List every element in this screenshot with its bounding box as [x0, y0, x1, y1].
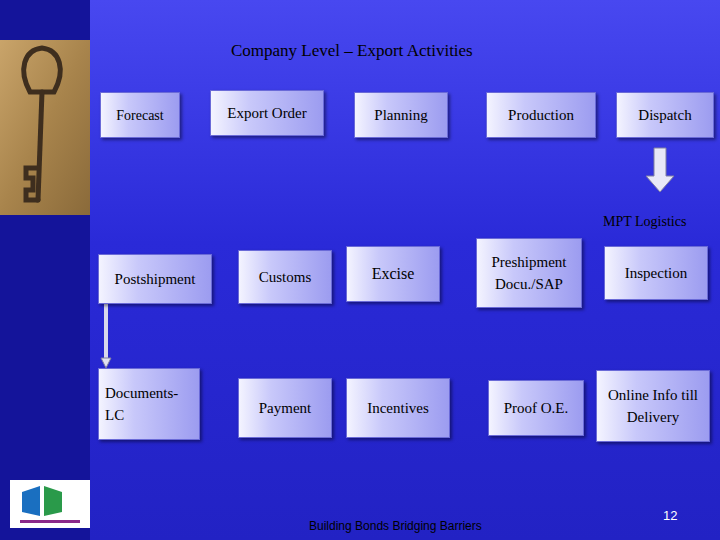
box-label: Excise: [372, 262, 415, 286]
box-label: Postshipment: [115, 268, 196, 291]
page-number: 12: [663, 508, 677, 523]
arrow-line: [104, 304, 108, 359]
logo-line: [20, 520, 80, 523]
process-box: Production: [486, 92, 596, 138]
process-box: Dispatch: [616, 92, 714, 138]
box-label: Export Order: [227, 102, 307, 125]
box-label: Incentives: [367, 397, 429, 420]
down-arrow: [646, 148, 674, 192]
box-label: Production: [508, 104, 574, 127]
process-box: Forecast: [100, 92, 180, 138]
process-box: Postshipment: [98, 254, 212, 304]
process-box: Inspection: [604, 246, 708, 300]
process-box: Payment: [238, 378, 332, 438]
box-label: Payment: [259, 397, 312, 420]
box-label: Proof O.E.: [504, 397, 569, 420]
box-label: Documents- LC: [105, 382, 193, 427]
process-box: Export Order: [210, 90, 324, 136]
logo-panel: [10, 480, 90, 528]
arrow-head: [101, 358, 111, 368]
box-label: Preshipment Docu./SAP: [483, 251, 575, 296]
box-label: Customs: [259, 266, 312, 289]
box-label: Dispatch: [638, 104, 691, 127]
box-label: Planning: [374, 104, 427, 127]
logo-mark: [44, 486, 62, 516]
note-label: MPT Logistics: [603, 214, 686, 230]
box-label: Inspection: [625, 262, 687, 285]
process-box: Documents- LC: [98, 368, 200, 440]
process-box: Planning: [354, 92, 448, 138]
process-box: Customs: [238, 250, 332, 304]
process-box: Excise: [346, 246, 440, 302]
slide-title: Company Level – Export Activities: [231, 41, 473, 61]
logo-mark: [22, 486, 40, 516]
key-photo: [0, 40, 90, 215]
process-box: Preshipment Docu./SAP: [476, 238, 582, 308]
flow-arrow: [101, 304, 111, 368]
box-label: Online Info till Delivery: [603, 384, 703, 429]
key: [24, 48, 60, 200]
process-box: Proof O.E.: [488, 380, 584, 436]
footer-text: Building Bonds Bridging Barriers: [309, 519, 482, 533]
process-box: Online Info till Delivery: [596, 370, 710, 442]
box-label: Forecast: [116, 105, 163, 126]
process-box: Incentives: [346, 378, 450, 438]
